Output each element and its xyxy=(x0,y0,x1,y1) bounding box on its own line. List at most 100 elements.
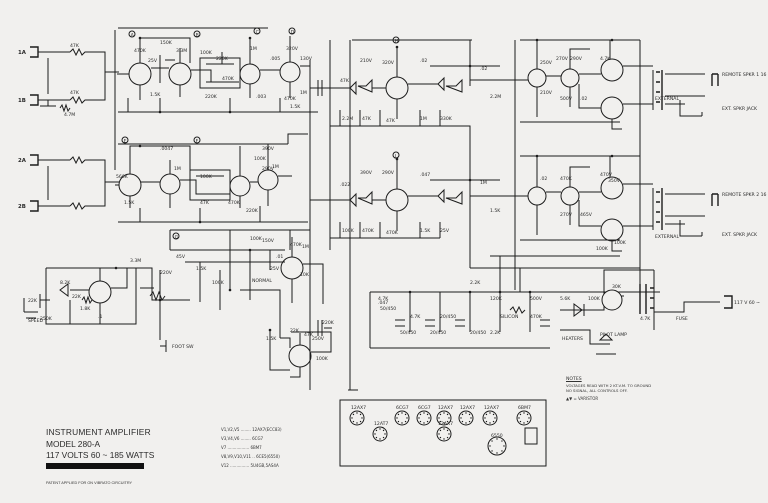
component-value-label: 1.5K xyxy=(266,336,277,342)
socket-pin xyxy=(489,445,491,447)
component-value-label: 1M xyxy=(250,46,257,52)
section-markers xyxy=(121,27,400,240)
component-value-label: 290V xyxy=(570,56,583,62)
tube-v2b xyxy=(159,173,181,195)
socket-pin xyxy=(438,433,440,435)
component-value-label: 330K xyxy=(440,116,453,122)
component-value-label: 1.5K xyxy=(124,200,135,206)
socket-pin xyxy=(446,429,449,432)
section-marker-label: B xyxy=(196,32,199,38)
component-value-label: 22K xyxy=(72,294,82,300)
component-value-label: 150K xyxy=(160,40,173,46)
component-value-label: 210V xyxy=(360,58,373,64)
socket-type-label: 6CG7 xyxy=(396,405,409,411)
section-marker-label: D xyxy=(291,29,295,35)
socket-pin xyxy=(418,417,420,419)
component-value-label: 3.3M xyxy=(176,48,187,54)
socket-pin xyxy=(359,413,362,416)
component-value-label: 100K xyxy=(200,50,213,56)
socket-pin xyxy=(356,422,358,424)
component-value-label: 3.3M xyxy=(130,258,141,264)
output-label-ext2: EXTERNAL xyxy=(655,234,679,240)
component-value-label: 20/450 xyxy=(470,330,486,336)
component-value-label: 50/450 xyxy=(400,330,416,336)
component-value-label: 470K xyxy=(530,314,543,320)
socket-pin xyxy=(460,417,462,419)
component-value-label: 4.7M xyxy=(64,112,75,118)
component-value-label: 100K xyxy=(212,280,225,286)
socket-pin xyxy=(501,440,503,442)
notes-line-2: NO SIGNAL, ALL CONTROLS OFF. xyxy=(566,388,628,393)
output-label-fuse: FUSE xyxy=(676,316,688,322)
component-value-label: 470V xyxy=(600,172,613,178)
output-label-speaker1: REMOTE SPKR 1 16 OHM xyxy=(722,72,768,78)
socket-pin xyxy=(523,422,525,424)
socket-pin xyxy=(423,412,425,414)
socket-pin xyxy=(379,438,381,440)
socket-pin xyxy=(443,428,445,430)
component-value-label: 220K xyxy=(322,320,335,326)
component-value-label: .022 xyxy=(340,182,350,188)
component-value-label: 470K xyxy=(134,48,147,54)
component-value-label: 560K xyxy=(116,174,129,180)
component-value-label: 390V xyxy=(360,170,373,176)
socket-pin xyxy=(494,417,496,419)
component-value-label: 100K xyxy=(596,246,609,252)
varistor-icon: ▲▼ xyxy=(566,396,573,401)
output-label-mains: 117 V 60 ~ xyxy=(734,300,760,306)
component-value-label: 25V xyxy=(440,228,450,234)
socket-pin xyxy=(426,413,429,416)
tube-v11 xyxy=(600,96,624,120)
socket-pin xyxy=(439,429,442,432)
component-value-label: 25V xyxy=(148,58,158,64)
component-value-label: 25V xyxy=(270,266,280,272)
component-value-label: 220K xyxy=(246,208,259,214)
tube-v10b xyxy=(600,176,624,200)
socket-pin xyxy=(496,438,498,440)
tube-socket xyxy=(394,410,410,426)
component-value-label: 2.2K xyxy=(490,330,501,336)
component-value-label: 20/450 xyxy=(430,330,446,336)
tube-v5 xyxy=(88,280,112,304)
tube-socket-pins xyxy=(349,410,532,456)
socket-pin xyxy=(518,417,520,419)
tube-legend-row: V8,V9,V10,V11 .. 6CE5(6550) xyxy=(221,454,280,459)
socket-pin xyxy=(501,450,503,452)
component-value-label: 350V xyxy=(608,178,621,184)
socket-pin xyxy=(439,420,442,423)
component-value-label: 1.5K xyxy=(196,266,207,272)
tube-socket xyxy=(436,426,452,442)
socket-type-label: 12AX7 xyxy=(438,405,453,411)
socket-pin xyxy=(465,412,467,414)
component-value-label: 270V xyxy=(556,56,569,62)
component-value-label: .0047 xyxy=(160,146,173,152)
component-value-label: .003 xyxy=(256,94,266,100)
title-specs: 117 VOLTS 60 ~ 185 WATTS xyxy=(46,450,155,460)
output-label-ext_spkr1: EXT. SPKR JACK xyxy=(722,106,758,112)
tube-v8a xyxy=(385,76,409,100)
socket-pin xyxy=(443,422,445,424)
socket-pin xyxy=(438,417,440,419)
tube-socket xyxy=(349,410,365,426)
tube-v9d xyxy=(560,186,580,206)
component-value-label: 100K xyxy=(316,356,329,362)
notes-line-1: VOLTAGES READ WITH 2 KT.V.M. TO GROUND xyxy=(566,383,652,388)
component-value-label: 2.2M xyxy=(342,116,353,122)
input-label-2b: 2B xyxy=(18,204,26,210)
component-value-label: .02 xyxy=(580,96,587,102)
component-value-label: 470K xyxy=(222,76,235,82)
component-value-label: 47K xyxy=(304,332,314,338)
component-value-label: .005 xyxy=(270,56,280,62)
socket-pin xyxy=(379,428,381,430)
tube-v4a xyxy=(229,175,251,197)
input-label-2a: 2A xyxy=(18,158,27,164)
socket-pin xyxy=(443,438,445,440)
socket-pin xyxy=(356,412,358,414)
component-value-label: 320V xyxy=(382,60,395,66)
socket-pin xyxy=(523,412,525,414)
socket-pin xyxy=(352,420,355,423)
component-value-label: 100K xyxy=(588,296,601,302)
patent-note: PATENT APPLIED FOR ON VIBRATO CIRCUITRY xyxy=(46,481,133,485)
redaction-bar xyxy=(46,463,144,469)
socket-pin xyxy=(404,420,407,423)
